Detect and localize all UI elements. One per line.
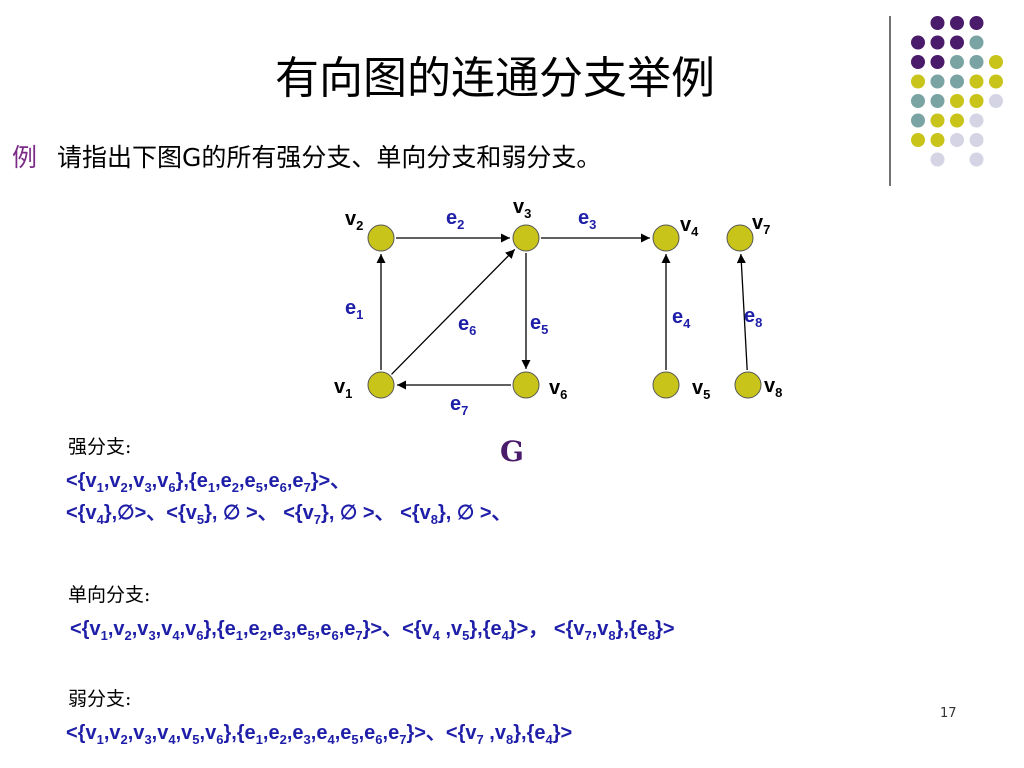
decorative-dot — [969, 94, 984, 108]
question-text: 请指出下图G的所有强分支、单向分支和弱分支。 — [57, 143, 602, 172]
edge-label-e6: e6 — [458, 313, 476, 338]
decorative-dot — [950, 74, 964, 89]
decorative-dot — [911, 133, 925, 147]
decorative-dot — [930, 113, 945, 128]
edge-label-e8: e8 — [744, 305, 762, 330]
vertex-label-v4: v4 — [680, 214, 699, 239]
vertex-v4 — [652, 224, 680, 252]
vertex-label-v7: v7 — [752, 212, 770, 237]
vertex-v3 — [512, 224, 540, 252]
weak-components-line1: <{v1,v2,v3,v4,v5,v6},{e1,e2,e3,e4,e5,e6,… — [66, 722, 573, 747]
decorative-dot — [969, 55, 984, 69]
edge-label-e5: e5 — [530, 312, 548, 337]
edge-label-e1: e1 — [345, 297, 363, 322]
decorative-dot — [930, 152, 945, 167]
decorative-dot — [950, 113, 964, 128]
edge-e8 — [736, 253, 748, 371]
unilateral-components-line1: <{v1,v2,v3,v4,v6},{e1,e2,e3,e5,e6,e7}>、<… — [70, 618, 675, 643]
page-number: 17 — [940, 706, 957, 721]
vertex-v8 — [734, 371, 762, 399]
vertex-v5 — [652, 371, 680, 399]
edge-label-e4: e4 — [672, 306, 691, 331]
vertex-label-v6: v6 — [549, 377, 567, 402]
vertex-v6 — [512, 371, 540, 399]
decorative-dot — [989, 74, 1003, 89]
decorative-dot — [989, 94, 1003, 108]
decorative-dot — [969, 74, 984, 89]
edge-label-e3: e3 — [578, 207, 596, 232]
vertex-label-v1: v1 — [334, 376, 352, 401]
slide-title: 有向图的连通分支举例 — [275, 53, 715, 104]
decorative-dot — [969, 133, 984, 147]
decorative-dot — [989, 55, 1003, 69]
vertex-label-v5: v5 — [692, 377, 710, 402]
weak-components-label: 弱分支: — [68, 688, 132, 710]
edge-label-e2: e2 — [446, 207, 464, 232]
vertex-v2 — [367, 224, 395, 252]
decorative-dot — [911, 74, 925, 89]
decorative-dot — [930, 35, 945, 50]
decorative-dot — [930, 94, 945, 108]
question-line: 例请指出下图G的所有强分支、单向分支和弱分支。 — [12, 138, 601, 174]
strong-components-label: 强分支: — [68, 436, 132, 458]
decorative-dot — [911, 55, 925, 69]
question-lead: 例 — [12, 143, 38, 172]
decorative-dot — [969, 113, 984, 128]
edge-label-e7: e7 — [450, 393, 468, 418]
decorative-dot — [969, 152, 984, 167]
unilateral-components-label: 单向分支: — [68, 584, 151, 606]
vertex-label-v3: v3 — [513, 196, 531, 221]
decorative-dot — [911, 35, 925, 50]
decorative-dot — [950, 35, 964, 50]
vertex-label-v2: v2 — [345, 208, 363, 233]
decorative-dot — [969, 35, 984, 50]
strong-components-line2: <{v4},∅>、<{v5}, ∅ >、 <{v7}, ∅ >、 <{v8}, … — [66, 502, 512, 527]
decorative-dot — [911, 113, 925, 128]
decorative-dot — [950, 55, 964, 69]
vertex-label-v8: v8 — [764, 375, 782, 400]
decorative-dot — [950, 94, 964, 108]
decorative-dot — [950, 133, 964, 147]
decorative-dot — [911, 94, 925, 108]
decorative-dot — [930, 55, 945, 69]
graph-name-label: G — [500, 435, 524, 468]
decorative-dot — [930, 74, 945, 89]
edge-e6 — [391, 248, 516, 375]
decorative-dot — [969, 16, 984, 30]
strong-components-line1: <{v1,v2,v3,v6},{e1,e2,e5,e6,e7}>、 — [66, 470, 351, 495]
decorative-dot — [950, 16, 964, 30]
decorative-dot — [930, 133, 945, 147]
decorative-dot-grid — [889, 16, 1003, 186]
decorative-dot — [930, 16, 945, 30]
vertex-v1 — [367, 371, 395, 399]
vertex-v7 — [726, 224, 754, 252]
